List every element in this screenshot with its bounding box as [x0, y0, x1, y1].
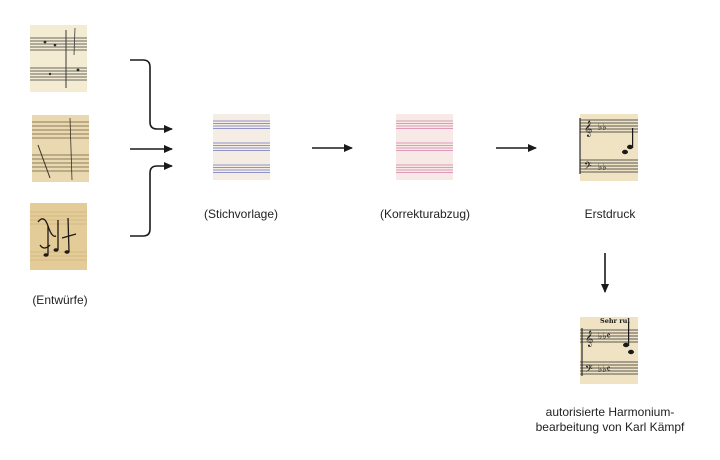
arrangement-label-line-1: autorisierte Harmonium-: [545, 405, 675, 419]
svg-text:𝄞: 𝄞: [585, 331, 593, 347]
svg-text:♭♭𝄴: ♭♭𝄴: [598, 332, 611, 342]
first-print-label: Erstdruck: [584, 207, 636, 221]
svg-text:♭♭: ♭♭: [598, 163, 607, 173]
arrangement-label-line-2: bearbeitung von Karl Kämpf: [535, 420, 685, 434]
engraver-copy-image: [213, 114, 270, 180]
arrangement-tempo-text: Sehr rul: [600, 317, 630, 325]
proof-label: (Korrekturabzug): [379, 207, 471, 221]
arrow-draft-1: [130, 59, 173, 133]
svg-text:♭♭𝄴: ♭♭𝄴: [598, 365, 611, 375]
draft-sketch-3: [30, 203, 87, 270]
first-print-image: 𝄞 ♭♭ 𝄢 ♭♭: [579, 114, 638, 181]
svg-text:♭♭: ♭♭: [598, 123, 607, 133]
svg-text:𝄢: 𝄢: [584, 160, 592, 174]
draft-sketch-1: [30, 25, 87, 92]
engraver-copy-label: (Stichvorlage): [203, 207, 279, 221]
svg-text:𝄢: 𝄢: [585, 363, 593, 377]
proof-image: [396, 114, 453, 180]
arrow-draft-3: [130, 162, 173, 237]
svg-text:𝄞: 𝄞: [584, 121, 592, 137]
drafts-label: (Entwürfe): [32, 293, 88, 307]
merge-arrows: [130, 59, 173, 237]
draft-sketch-2: [32, 115, 89, 182]
arrangement-image: Sehr rul 𝄞 ♭♭𝄴 𝄢 ♭♭𝄴: [580, 317, 638, 384]
